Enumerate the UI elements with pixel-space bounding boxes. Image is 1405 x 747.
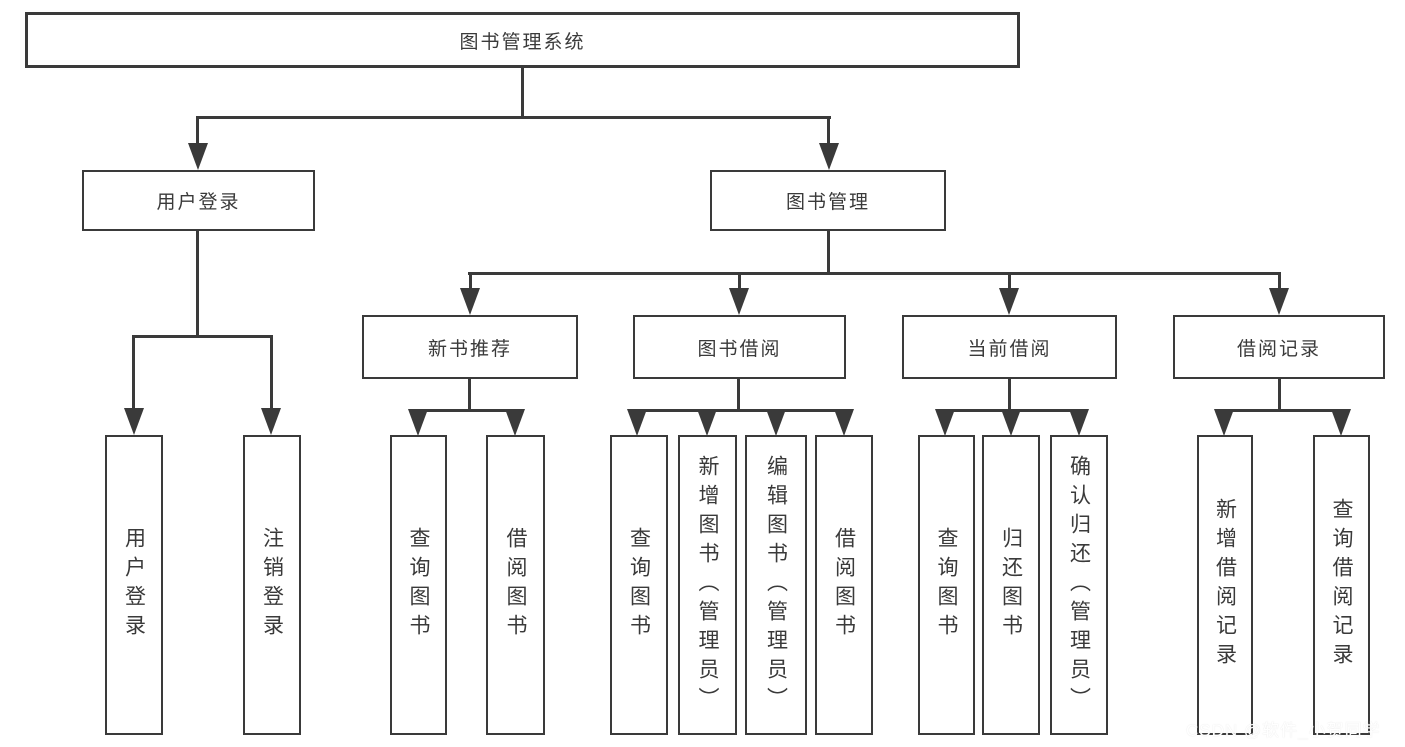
leaf-add-borrow-record: 新增借阅记录 xyxy=(1197,435,1253,735)
connector-vline xyxy=(1278,272,1281,292)
arrow-down-icon xyxy=(261,408,281,435)
connector-vline xyxy=(196,231,199,338)
arrow-down-icon xyxy=(1214,409,1234,436)
node-label: 新书推荐 xyxy=(427,338,512,360)
arrow-down-icon xyxy=(1069,409,1089,436)
watermark: CSDN @软件_小贺同学 xyxy=(1186,721,1381,740)
leaf-label: 查询图书 xyxy=(407,527,430,643)
node-current-borrowing: 当前借阅 xyxy=(902,315,1117,379)
arrow-down-icon xyxy=(697,409,717,436)
arrow-down-icon xyxy=(766,409,786,436)
connector-hline xyxy=(1223,409,1343,412)
node-label: 图书管理系统 xyxy=(459,31,586,53)
connector-hline xyxy=(417,409,517,412)
arrow-down-icon xyxy=(834,409,854,436)
arrow-down-icon xyxy=(935,409,955,436)
connector-vline xyxy=(738,272,741,292)
leaf-user-login: 用户登录 xyxy=(105,435,163,735)
connector-vline xyxy=(196,116,199,148)
leaf-label: 用户登录 xyxy=(122,527,146,643)
node-borrowing-records: 借阅记录 xyxy=(1173,315,1385,379)
leaf-label: 查询借阅记录 xyxy=(1330,498,1353,672)
arrow-down-icon xyxy=(124,408,144,435)
node-label: 当前借阅 xyxy=(967,338,1052,360)
leaf-add-book-admin: 新增图书（管理员） xyxy=(678,435,737,735)
arrow-down-icon xyxy=(729,288,749,315)
leaf-label: 新增借阅记录 xyxy=(1213,498,1237,672)
node-book-management: 图书管理 xyxy=(710,170,946,231)
arrow-down-icon xyxy=(408,409,428,436)
leaf-label: 确认归还（管理员） xyxy=(1067,454,1091,716)
leaf-query-book-1: 查询图书 xyxy=(390,435,447,735)
leaf-borrow-book-2: 借阅图书 xyxy=(815,435,873,735)
connector-hline xyxy=(636,409,846,412)
node-library-management-system: 图书管理系统 xyxy=(25,12,1020,68)
leaf-logout: 注销登录 xyxy=(243,435,301,735)
leaf-label: 注销登录 xyxy=(260,527,284,643)
leaf-query-borrow-record: 查询借阅记录 xyxy=(1313,435,1370,735)
connector-hline xyxy=(468,272,1281,275)
leaf-label: 借阅图书 xyxy=(832,527,856,643)
arrow-down-icon xyxy=(1331,409,1351,436)
leaf-edit-book-admin: 编辑图书（管理员） xyxy=(745,435,807,735)
node-label: 用户登录 xyxy=(156,192,241,213)
arrow-down-icon xyxy=(1001,409,1021,436)
leaf-label: 归还图书 xyxy=(999,527,1023,643)
connector-vline xyxy=(468,379,471,412)
connector-vline xyxy=(737,379,740,412)
leaf-return-book: 归还图书 xyxy=(982,435,1040,735)
arrow-down-icon xyxy=(505,409,525,436)
arrow-down-icon xyxy=(460,288,480,315)
connector-vline xyxy=(1008,379,1011,412)
connector-vline xyxy=(1008,272,1011,292)
connector-hline xyxy=(197,116,831,119)
connector-vline xyxy=(1278,379,1281,412)
node-book-borrowing: 图书借阅 xyxy=(633,315,846,379)
connector-vline xyxy=(521,66,524,119)
leaf-label: 查询图书 xyxy=(627,527,651,643)
arrow-down-icon xyxy=(1269,288,1289,315)
leaf-label: 新增图书（管理员） xyxy=(696,454,719,716)
arrow-down-icon xyxy=(188,143,208,170)
connector-vline xyxy=(827,116,830,148)
leaf-label: 查询图书 xyxy=(935,527,958,643)
node-label: 图书管理 xyxy=(785,192,870,213)
leaf-label: 编辑图书（管理员） xyxy=(764,454,788,716)
connector-vline xyxy=(827,231,830,275)
connector-vline xyxy=(469,272,472,292)
connector-vline xyxy=(270,335,273,411)
node-new-book-recommendation: 新书推荐 xyxy=(362,315,578,379)
arrow-down-icon xyxy=(627,409,647,436)
leaf-label: 借阅图书 xyxy=(504,527,527,643)
node-label: 借阅记录 xyxy=(1236,338,1321,360)
node-user-login: 用户登录 xyxy=(82,170,315,231)
leaf-query-book-3: 查询图书 xyxy=(918,435,975,735)
leaf-borrow-book-1: 借阅图书 xyxy=(486,435,545,735)
connector-vline xyxy=(132,335,135,411)
arrow-down-icon xyxy=(819,143,839,170)
arrow-down-icon xyxy=(999,288,1019,315)
leaf-confirm-return-admin: 确认归还（管理员） xyxy=(1050,435,1108,735)
node-label: 图书借阅 xyxy=(697,338,782,360)
connector-hline xyxy=(132,335,273,338)
leaf-query-book-2: 查询图书 xyxy=(610,435,668,735)
